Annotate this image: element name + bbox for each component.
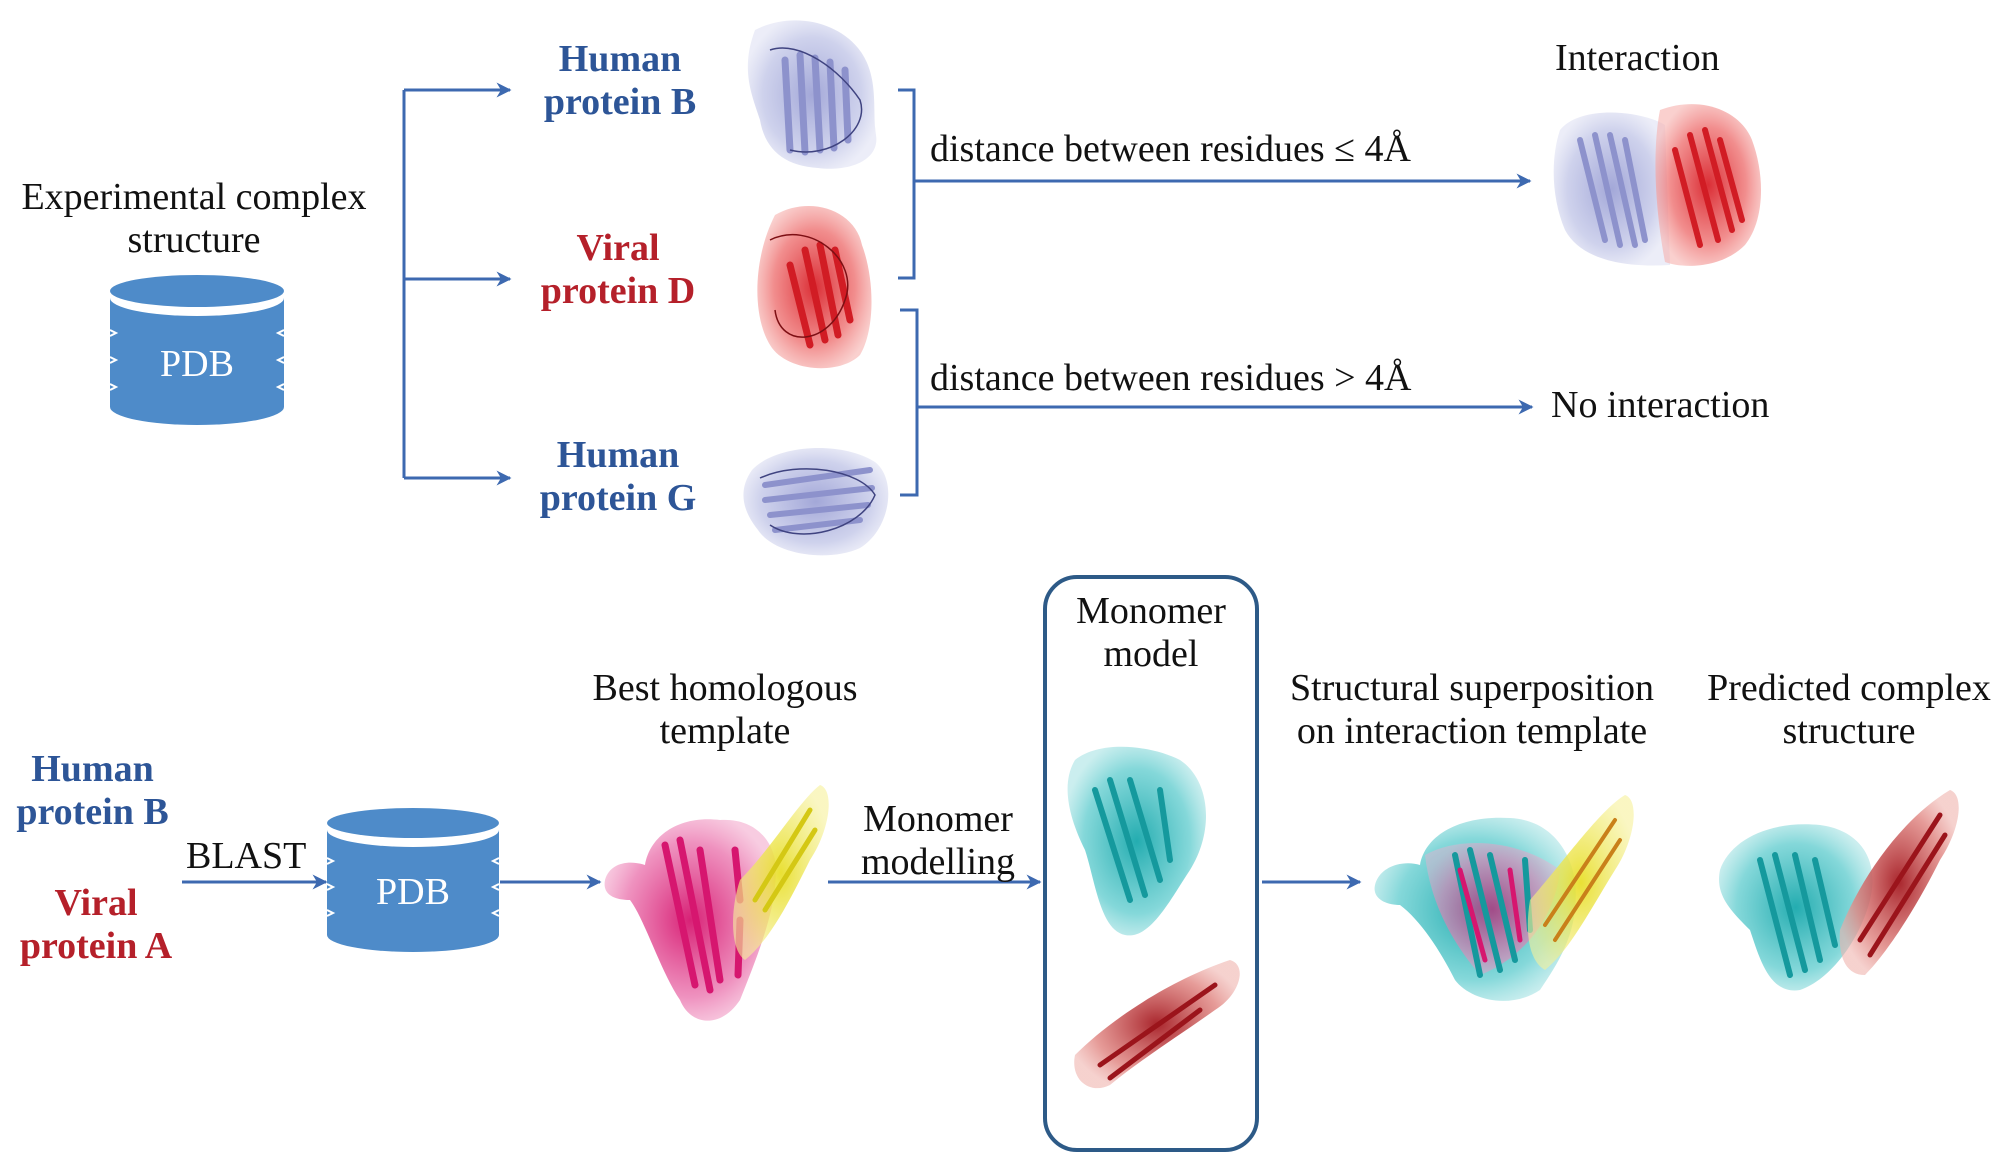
monomer-model-box <box>1043 575 1259 1152</box>
input-viral-label-line-1: Viral <box>54 882 138 924</box>
predicted-complex-structure <box>1719 790 1959 991</box>
protein-b-label-line-1: Human <box>558 38 682 80</box>
template-structure <box>604 785 829 1021</box>
human-protein-b-structure <box>747 20 877 169</box>
input-human-label-line-2: protein B <box>16 790 169 833</box>
template-label-line-1: Best homologous <box>592 667 858 709</box>
pdb-database-icon-top <box>109 275 285 425</box>
predicted-label-line-1: Predicted complex <box>1707 667 1991 709</box>
modelling-label: Monomer modelling <box>838 798 1038 883</box>
predicted-label-line-2: structure <box>1782 709 1916 752</box>
branch-connector <box>402 82 512 486</box>
monomer-b-structure <box>1067 746 1207 936</box>
protein-d-label-line-1: Viral <box>576 227 660 269</box>
input-human-label-line-1: Human <box>31 748 154 790</box>
protein-d-label-line-2: protein D <box>540 269 696 312</box>
human-protein-g-structure <box>743 448 889 556</box>
pdb-label-bottom: PDB <box>376 871 450 913</box>
superposition-label-line-1: Structural superposition <box>1289 667 1655 709</box>
interaction-complex-structure <box>1553 104 1762 266</box>
protein-g-label-line-1: Human <box>556 434 680 476</box>
condition-far-label: distance between residues > 4Å <box>930 357 1412 399</box>
monomer-a-structure <box>1074 960 1240 1089</box>
protein-b-label-line-2: protein B <box>543 80 697 123</box>
bracket-interaction <box>898 88 1532 280</box>
bracket-no-interaction <box>900 308 1534 497</box>
viral-protein-d-structure <box>757 206 872 369</box>
pdb-label-top: PDB <box>160 343 234 385</box>
protein-g-label-line-2: protein G <box>539 476 697 519</box>
source-label: Experimental complex structure <box>4 176 384 261</box>
pdb-database-icon-bottom <box>326 808 500 952</box>
monomer-model-label: Monomer model <box>1047 590 1255 675</box>
modelling-label-line-2: modelling <box>860 840 1016 883</box>
template-label-line-2: template <box>659 709 791 752</box>
condition-close-label: distance between residues ≤ 4Å <box>930 128 1411 170</box>
input-viral-protein-a-label: Viral protein A <box>0 882 192 967</box>
input-human-protein-b-label: Human protein B <box>0 748 185 833</box>
blast-label: BLAST <box>186 835 307 877</box>
monomer-model-label-line-2: model <box>1103 632 1199 675</box>
superposition-structure <box>1374 795 1634 1001</box>
template-label: Best homologous template <box>560 667 890 752</box>
interaction-label: Interaction <box>1555 37 1720 79</box>
superposition-label: Structural superposition on interaction … <box>1272 667 1672 752</box>
protein-b-label: Human protein B <box>530 38 710 123</box>
modelling-label-line-1: Monomer <box>863 798 1013 840</box>
predicted-complex-label: Predicted complex structure <box>1690 667 2008 752</box>
source-label-line-1: Experimental complex <box>21 176 367 218</box>
protein-g-label: Human protein G <box>528 434 708 519</box>
monomer-model-label-line-1: Monomer <box>1076 590 1226 632</box>
protein-d-label: Viral protein D <box>528 227 708 312</box>
input-viral-label-line-2: protein A <box>19 924 173 967</box>
source-label-line-2: structure <box>127 218 261 261</box>
superposition-label-line-2: on interaction template <box>1296 709 1648 752</box>
no-interaction-label: No interaction <box>1551 384 1770 426</box>
